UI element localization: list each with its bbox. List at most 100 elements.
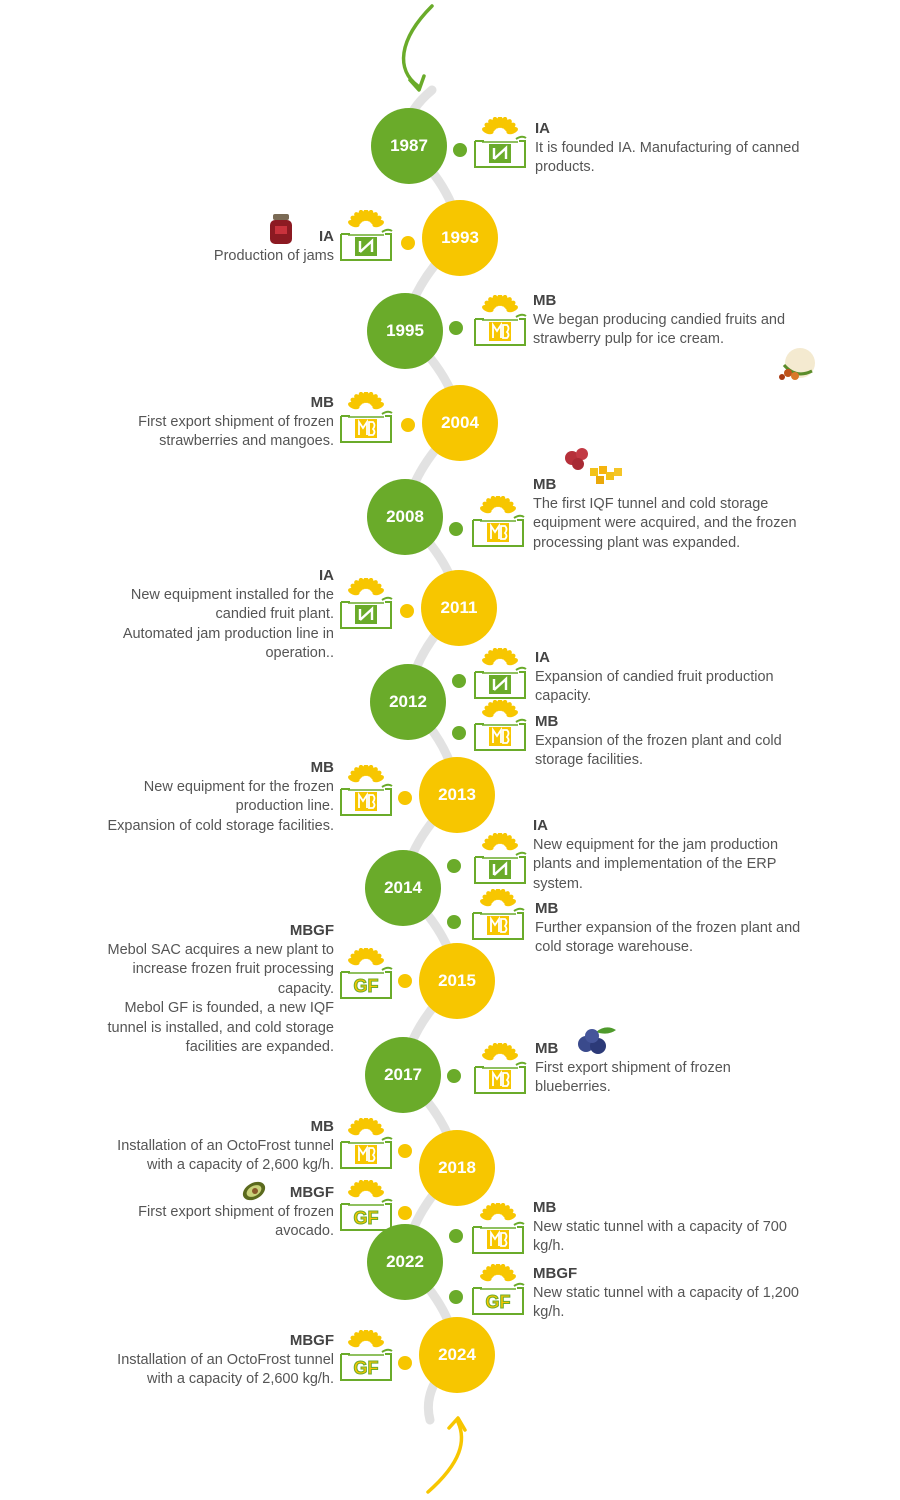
milestone-entry: MB New static tunnel with a capacity of 7… xyxy=(533,1198,787,1257)
candied-fruit-bowl-icon xyxy=(779,348,815,380)
connector-dot xyxy=(398,1144,412,1158)
company-name: IA xyxy=(319,567,334,584)
year-label: 2022 xyxy=(386,1252,424,1271)
milestone-entry: MB New equipment for the frozen production… xyxy=(108,758,335,836)
mb-logo-icon xyxy=(470,496,526,548)
gf-logo-icon: GF xyxy=(338,1180,394,1232)
milestone-text: First export shipment of frozen xyxy=(535,1059,731,1076)
mb-logo-icon xyxy=(472,295,528,347)
connector-dot xyxy=(449,1290,463,1304)
connector-dot xyxy=(449,1229,463,1243)
milestone-text: candied fruit plant. xyxy=(215,606,335,622)
bottom-arrow-icon xyxy=(426,1420,464,1494)
year-label: 2008 xyxy=(386,507,424,526)
milestone-text: First export shipment of frozen xyxy=(138,413,334,430)
milestone-text: capacity. xyxy=(277,980,334,997)
milestone-text: system. xyxy=(533,875,583,892)
top-arrow-icon xyxy=(401,4,434,88)
year-label: 2004 xyxy=(441,413,479,432)
year-label: 2018 xyxy=(438,1158,476,1177)
company-name: MBGF xyxy=(289,1332,334,1349)
mb-logo-icon xyxy=(472,1043,528,1095)
company-name: IA xyxy=(533,817,548,834)
milestone-text: production line. xyxy=(235,798,334,814)
company-name: MB xyxy=(310,1118,334,1135)
year-label: 1993 xyxy=(441,228,479,247)
company-name: MB xyxy=(310,759,334,776)
ia-logo-icon xyxy=(338,210,394,262)
milestone-text: Mebol GF is founded, a new IQF xyxy=(124,1000,334,1016)
milestone-text: processing plant was expanded. xyxy=(533,534,741,551)
connector-dot xyxy=(449,321,463,335)
year-label: 1987 xyxy=(390,136,428,155)
company-name: MB xyxy=(533,292,557,309)
milestone-text: New static tunnel with a capacity of 700 xyxy=(533,1218,787,1235)
milestone-text: increase frozen fruit processing xyxy=(132,961,335,977)
milestone-text: facilities are expanded. xyxy=(185,1039,334,1055)
year-circle-1987: 1987 xyxy=(371,108,447,184)
svg-text:GF: GF xyxy=(354,1208,379,1228)
milestone-text: Installation of an OctoFrost tunnel xyxy=(117,1137,334,1154)
avocado-icon xyxy=(242,1181,266,1201)
connector-dot xyxy=(398,1206,412,1220)
connector-dot xyxy=(452,726,466,740)
company-name: IA xyxy=(319,228,334,245)
mb-logo-icon xyxy=(470,889,526,941)
milestone-text: New equipment for the jam production xyxy=(533,836,779,853)
milestone-text: Expansion of the frozen plant and cold xyxy=(535,732,782,749)
ia-logo-icon xyxy=(472,117,528,169)
year-circle-2014: 2014 xyxy=(365,850,441,926)
milestone-text: blueberries. xyxy=(535,1079,611,1095)
milestone-text: plants and implementation of the ERP xyxy=(533,856,777,872)
milestone-text: storage facilities. xyxy=(535,752,643,768)
milestone-text: cold storage warehouse. xyxy=(535,939,693,955)
company-name: MB xyxy=(533,1199,557,1216)
year-circle-2015: 2015 xyxy=(419,943,495,1019)
mb-logo-icon xyxy=(470,1203,526,1255)
milestone-entry: IA Expansion of candied fruit production c… xyxy=(535,648,774,707)
ia-logo-icon xyxy=(338,578,394,630)
company-name: IA xyxy=(535,120,550,137)
milestone-text: equipment were acquired, and the frozen xyxy=(533,515,797,531)
connector-dot xyxy=(449,522,463,536)
mb-logo-icon xyxy=(472,700,528,752)
year-label: 2012 xyxy=(389,692,427,711)
connector-dot xyxy=(398,1356,412,1370)
year-label: 2013 xyxy=(438,785,476,804)
milestone-text: tunnel is installed, and cold storage xyxy=(107,1019,334,1036)
year-circle-2012: 2012 xyxy=(370,664,446,740)
connector-dot xyxy=(401,418,415,432)
year-circle-1995: 1995 xyxy=(367,293,443,369)
milestone-text: Expansion of candied fruit production xyxy=(535,668,774,685)
year-circle-1993: 1993 xyxy=(422,200,498,276)
milestone-entry: MBGF New static tunnel with a capacity of… xyxy=(533,1264,799,1323)
milestone-text: capacity. xyxy=(535,688,592,704)
connector-dot xyxy=(398,791,412,805)
connector-dot xyxy=(447,915,461,929)
milestone-text: Mebol SAC acquires a new plant to xyxy=(107,941,335,958)
milestone-text: New equipment for the frozen xyxy=(143,778,334,795)
company-name: MBGF xyxy=(289,922,334,939)
company-name: IA xyxy=(535,649,550,666)
milestone-text: Automated jam production line in xyxy=(122,625,334,642)
year-circle-2018: 2018 xyxy=(419,1130,495,1206)
svg-text:GF: GF xyxy=(354,1358,379,1378)
milestone-text: New static tunnel with a capacity of 1,2… xyxy=(533,1284,799,1301)
year-label: 2014 xyxy=(384,878,422,897)
company-name: MBGF xyxy=(533,1265,578,1282)
milestone-text: Production of jams xyxy=(213,247,334,264)
milestone-entry: IA Production of jams xyxy=(214,227,334,266)
ia-logo-icon xyxy=(472,833,528,885)
company-name: MB xyxy=(535,713,559,730)
gf-logo-icon: GF xyxy=(338,1330,394,1382)
